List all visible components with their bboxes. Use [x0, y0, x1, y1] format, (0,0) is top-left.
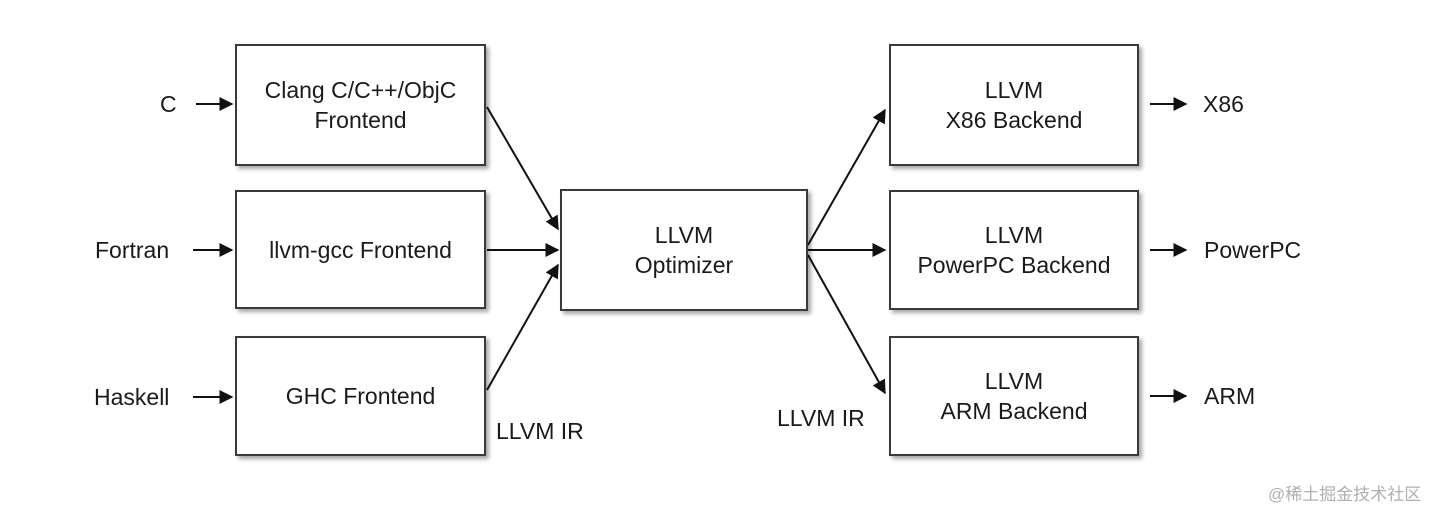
input-label-c: C [160, 91, 177, 117]
llvm-gcc-frontend-box: llvm-gcc Frontend [235, 190, 486, 309]
x86-backend-line-2: X86 Backend [945, 107, 1083, 133]
output-label-arm: ARM [1204, 383, 1256, 409]
ghc-frontend-box: GHC Frontend [235, 336, 486, 456]
llvm-optimizer-box: LLVM Optimizer [560, 189, 808, 311]
input-label-haskell: Haskell [94, 384, 170, 410]
arm-backend-line-1: LLVM [984, 368, 1044, 394]
powerpc-backend-box: LLVM PowerPC Backend [889, 190, 1139, 310]
arm-backend-line-2: ARM Backend [940, 398, 1088, 424]
watermark-text: @稀土掘金技术社区 [1268, 485, 1422, 504]
arm-backend-box: LLVM ARM Backend [889, 336, 1139, 456]
llvm-gcc-frontend-line-1: llvm-gcc Frontend [269, 236, 452, 263]
optimizer-line-1: LLVM [654, 222, 714, 248]
x86-backend-line-1: LLVM [984, 77, 1044, 103]
arrow-ghc-to-optimizer [486, 263, 559, 391]
arrow-optimizer-to-x86 [807, 108, 886, 246]
x86-backend-box: LLVM X86 Backend [889, 44, 1139, 166]
clang-frontend-line-2: Frontend [314, 107, 407, 133]
powerpc-backend-line-1: LLVM [984, 222, 1044, 248]
powerpc-backend-line-2: PowerPC Backend [917, 252, 1111, 278]
ir-label-frontend-side: LLVM IR [496, 418, 584, 444]
ghc-frontend-line-1: GHC Frontend [285, 383, 436, 409]
clang-frontend-line-1: Clang C/C++/ObjC [264, 77, 457, 103]
optimizer-line-2: Optimizer [634, 252, 734, 278]
ir-label-backend-side: LLVM IR [777, 405, 865, 431]
input-label-fortran: Fortran [95, 237, 170, 263]
output-label-powerpc: PowerPC [1204, 237, 1302, 263]
output-label-x86: X86 [1203, 91, 1244, 117]
arrow-clang-to-optimizer [486, 106, 559, 231]
arrow-optimizer-to-arm [807, 254, 886, 395]
clang-frontend-box: Clang C/C++/ObjC Frontend [235, 44, 486, 166]
